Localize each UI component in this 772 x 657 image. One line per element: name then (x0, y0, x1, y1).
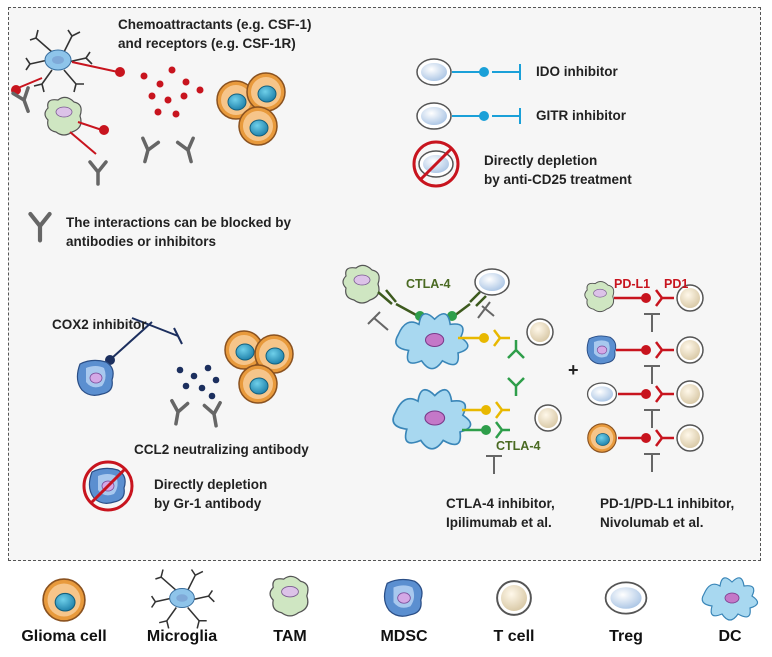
mdsc-depleted (82, 460, 134, 512)
legend-mdsc-icon (383, 578, 423, 617)
pd-mdsc (586, 335, 617, 365)
tam-ctla (342, 264, 380, 304)
anti-cd25-label-2: by anti-CD25 treatment (484, 172, 632, 187)
ctla4-caption-1: CTLA-4 inhibitor, (446, 496, 555, 511)
treg-gitr (416, 102, 452, 130)
tcell-ctla-2 (534, 404, 562, 432)
pd1-label: PD1 (664, 277, 689, 291)
ctla4-label-bottom: CTLA-4 (496, 439, 541, 453)
tcell-ctla-1 (526, 318, 554, 346)
pd-tam (584, 281, 615, 313)
block-label-1: The interactions can be blocked by (66, 215, 292, 230)
pdl1-label: PD-L1 (614, 277, 651, 291)
treg-ctla (474, 268, 510, 296)
plus-sign: + (568, 360, 579, 380)
pd-treg (586, 382, 618, 406)
mdsc-cell (76, 359, 114, 396)
pd1-caption-1: PD-1/PD-L1 inhibitor, (600, 496, 735, 511)
chemokine-dots (140, 66, 204, 118)
legend-label-dc: DC (718, 628, 742, 645)
glioma-cluster-mid (224, 330, 294, 404)
legend-microglia-icon (150, 568, 216, 630)
legend-tam-icon (269, 575, 309, 617)
anti-cd25-label-1: Directly depletion (484, 153, 598, 168)
gitr-label: GITR inhibitor (536, 108, 626, 123)
treg-ido (416, 58, 452, 86)
ctla4-label-top: CTLA-4 (406, 277, 451, 291)
treg-depleted (412, 140, 460, 188)
legend-treg-icon (604, 581, 648, 615)
main-panel (8, 7, 761, 561)
ctla4-caption-2: Ipilimumab et al. (446, 515, 552, 530)
legend-label-glioma: Glioma cell (21, 628, 107, 645)
legend-label-microglia: Microglia (146, 628, 218, 645)
ccl2-label: CCL2 neutralizing antibody (134, 442, 309, 457)
ccl2-dots (176, 364, 220, 400)
cox2-label: COX2 inhibitor (52, 317, 147, 332)
legend-t-cell-icon (496, 580, 532, 616)
block-label-2: antibodies or inhibitors (66, 234, 217, 249)
glioma-cluster-top (216, 72, 286, 146)
legend-label-tam: TAM (273, 628, 307, 645)
dc-top (395, 313, 469, 370)
pd-glioma (587, 423, 617, 453)
legend-glioma-cell-icon (42, 578, 86, 622)
legend-dc-icon (701, 577, 759, 621)
tam-cell (44, 96, 82, 136)
gr1-label-1: Directly depletion (154, 477, 268, 492)
chemo-label-2: and receptors (e.g. CSF-1R) (118, 36, 296, 51)
dc-bottom (392, 388, 472, 450)
legend-label-tcell: T cell (493, 628, 535, 645)
chemo-label-1: Chemoattractants (e.g. CSF-1) (118, 17, 312, 32)
ido-label: IDO inhibitor (536, 64, 618, 79)
microglia-cell (25, 29, 93, 93)
legend-label-treg: Treg (609, 628, 643, 645)
pd1-caption-2: Nivolumab et al. (600, 515, 704, 530)
gr1-label-2: by Gr-1 antibody (154, 496, 262, 511)
legend-label-mdsc: MDSC (380, 628, 428, 645)
